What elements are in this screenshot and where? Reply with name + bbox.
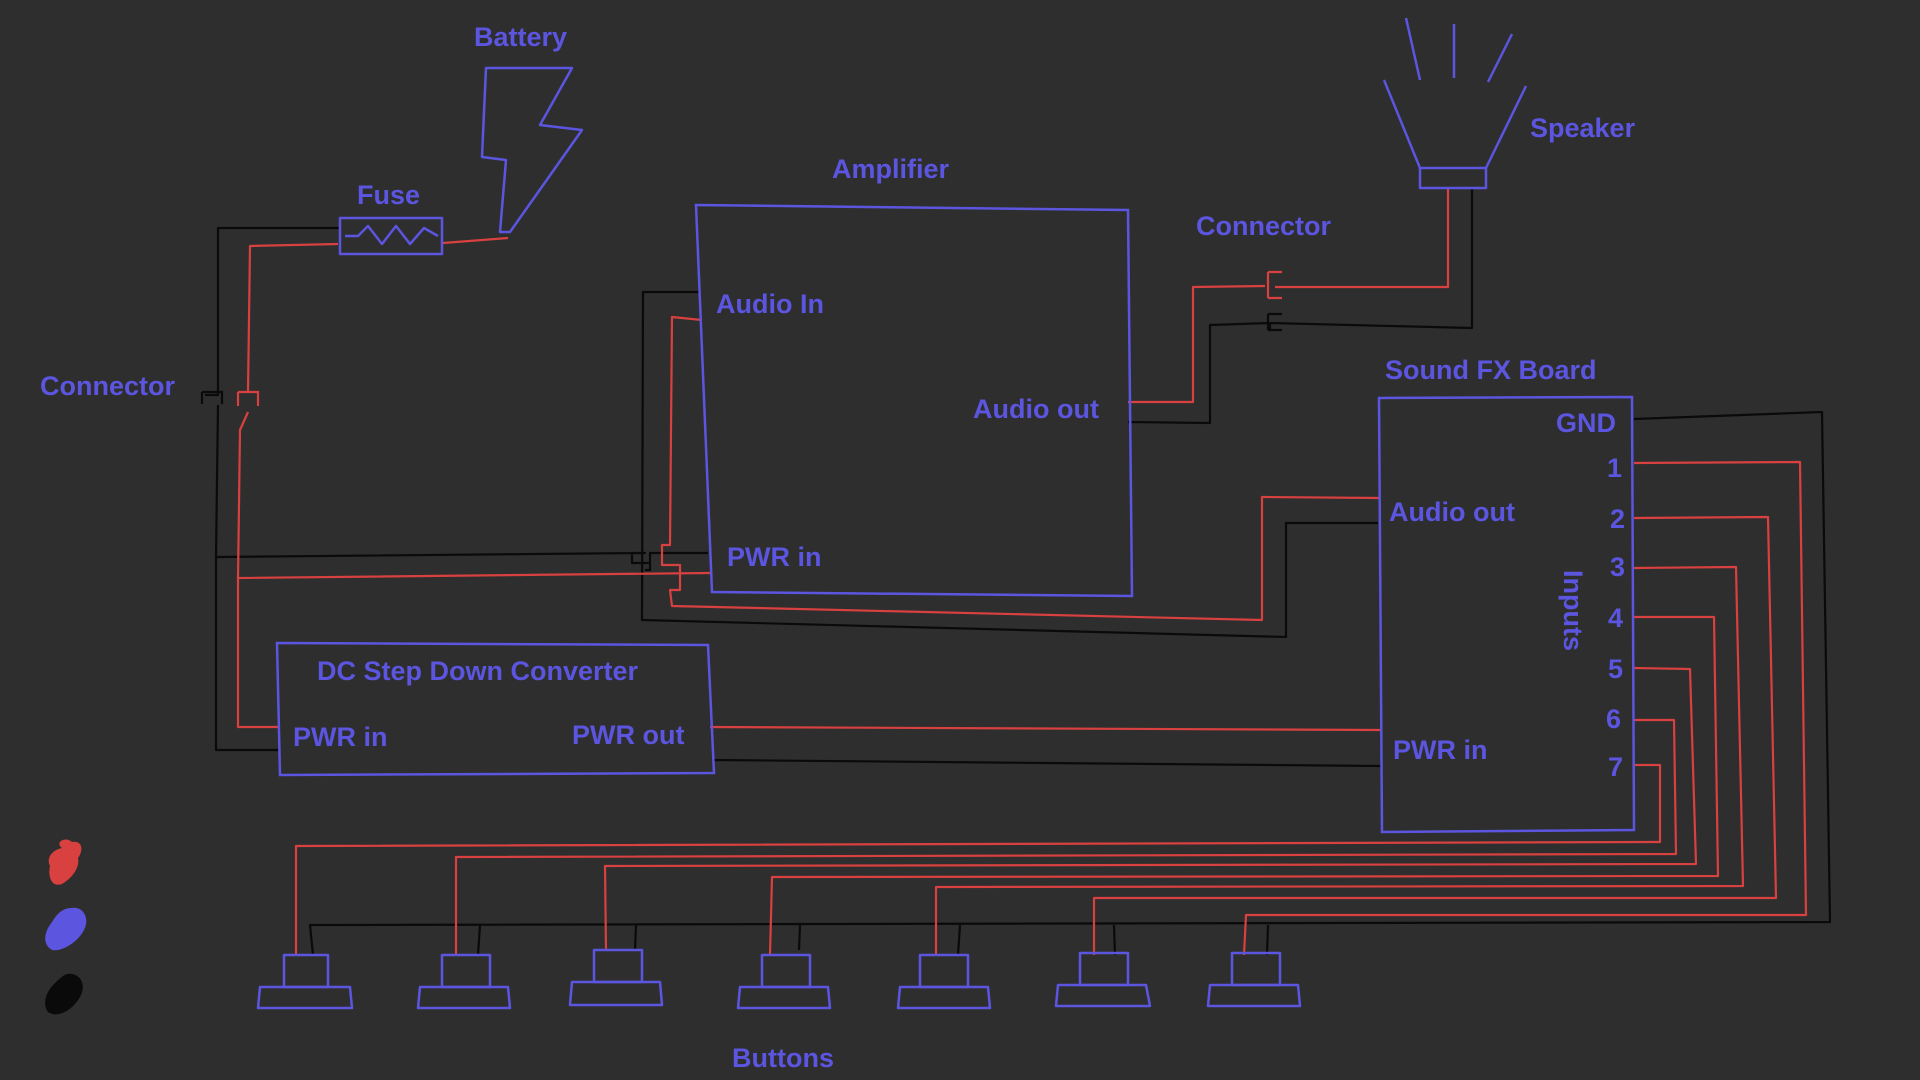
wire-input-5 bbox=[603, 666, 1698, 951]
sound-fx-board-label: Sound FX Board bbox=[1385, 355, 1597, 385]
battery-label: Battery bbox=[474, 22, 567, 52]
wire-left-ground-trunk bbox=[214, 404, 280, 752]
wire-amp-audioout-to-connector bbox=[1128, 284, 1266, 404]
connector-left-label: Connector bbox=[40, 371, 175, 401]
fx-input-numbers: 1 2 3 4 5 6 7 bbox=[1606, 453, 1625, 782]
button-6[interactable] bbox=[1054, 951, 1152, 1008]
wire-amp-out-ground bbox=[1127, 188, 1474, 425]
wire-input-6 bbox=[454, 718, 1678, 955]
fx-pwr-in-label: PWR in bbox=[1393, 735, 1488, 765]
wire-button-grounds bbox=[476, 924, 1270, 956]
button-4[interactable] bbox=[736, 953, 832, 1010]
dc-converter-box bbox=[275, 641, 716, 777]
dc-pwr-in-label: PWR in bbox=[293, 722, 388, 752]
fx-input-number: 3 bbox=[1610, 552, 1625, 582]
black-swatch bbox=[45, 973, 83, 1015]
speaker-label: Speaker bbox=[1530, 113, 1636, 143]
wire-fuse-ground bbox=[205, 226, 340, 397]
button-2[interactable] bbox=[416, 953, 512, 1010]
wire-battery-to-fuse bbox=[442, 236, 509, 245]
wire-to-dc-in bbox=[236, 578, 280, 729]
blue-swatch bbox=[45, 907, 87, 951]
dc-pwr-out-label: PWR out bbox=[572, 720, 684, 750]
sound-fx-board-box bbox=[1377, 395, 1636, 834]
fx-input-number: 2 bbox=[1610, 504, 1625, 534]
fuse-label: Fuse bbox=[357, 180, 420, 210]
connector-top-icon bbox=[1266, 270, 1282, 332]
dc-converter-label: DC Step Down Converter bbox=[317, 656, 639, 686]
wire-input-1 bbox=[1242, 460, 1808, 956]
wire-ground-to-amp bbox=[215, 551, 650, 565]
amp-audio-in-label: Audio In bbox=[716, 289, 824, 319]
button-7[interactable] bbox=[1206, 951, 1302, 1008]
wire-fx-gnd bbox=[308, 410, 1832, 956]
amplifier-label: Amplifier bbox=[832, 154, 950, 184]
wire-connector-to-amp bbox=[236, 411, 711, 580]
wire-input-4 bbox=[768, 615, 1720, 956]
red-swatch bbox=[48, 839, 82, 885]
amplifier-box bbox=[694, 203, 1134, 598]
positive-wires bbox=[236, 188, 1808, 956]
button-3[interactable] bbox=[568, 948, 664, 1007]
wire-input-7 bbox=[294, 763, 1662, 955]
speaker-icon bbox=[1382, 17, 1528, 190]
connector-top-label: Connector bbox=[1196, 211, 1331, 241]
fx-inputs-label: Inputs bbox=[1558, 570, 1588, 651]
color-legend bbox=[45, 839, 87, 1015]
fx-input-number: 1 bbox=[1607, 453, 1622, 483]
fx-audio-out-label: Audio out bbox=[1389, 497, 1515, 527]
button-1[interactable] bbox=[256, 953, 354, 1010]
wire-fuse-to-connector bbox=[246, 242, 339, 393]
button-5[interactable] bbox=[896, 953, 992, 1010]
amp-audio-out-label: Audio out bbox=[973, 394, 1099, 424]
wire-input-3 bbox=[934, 565, 1745, 955]
battery-icon bbox=[480, 66, 584, 234]
connector-left-icon bbox=[200, 390, 260, 406]
fx-gnd-label: GND bbox=[1556, 408, 1616, 438]
amp-pwr-in-label: PWR in bbox=[727, 542, 822, 572]
wire-connector-to-speaker bbox=[1275, 188, 1450, 289]
fx-input-number: 7 bbox=[1608, 752, 1623, 782]
buttons-group bbox=[256, 948, 1302, 1010]
wire-dc-out-ground bbox=[713, 758, 1383, 768]
wire-input-2 bbox=[1092, 515, 1778, 955]
buttons-label: Buttons bbox=[732, 1043, 834, 1073]
fx-input-number: 4 bbox=[1608, 603, 1623, 633]
wire-dc-out-to-fx bbox=[709, 725, 1383, 732]
wire-amp-pwr-ground bbox=[645, 551, 708, 572]
fuse-icon bbox=[338, 216, 444, 256]
wire-amp-audioin-positive bbox=[660, 315, 1381, 622]
ground-wires bbox=[205, 188, 1832, 956]
wire-amp-audioin-ground bbox=[640, 290, 1378, 639]
fx-input-number: 6 bbox=[1606, 704, 1621, 734]
fx-input-number: 5 bbox=[1608, 654, 1623, 684]
